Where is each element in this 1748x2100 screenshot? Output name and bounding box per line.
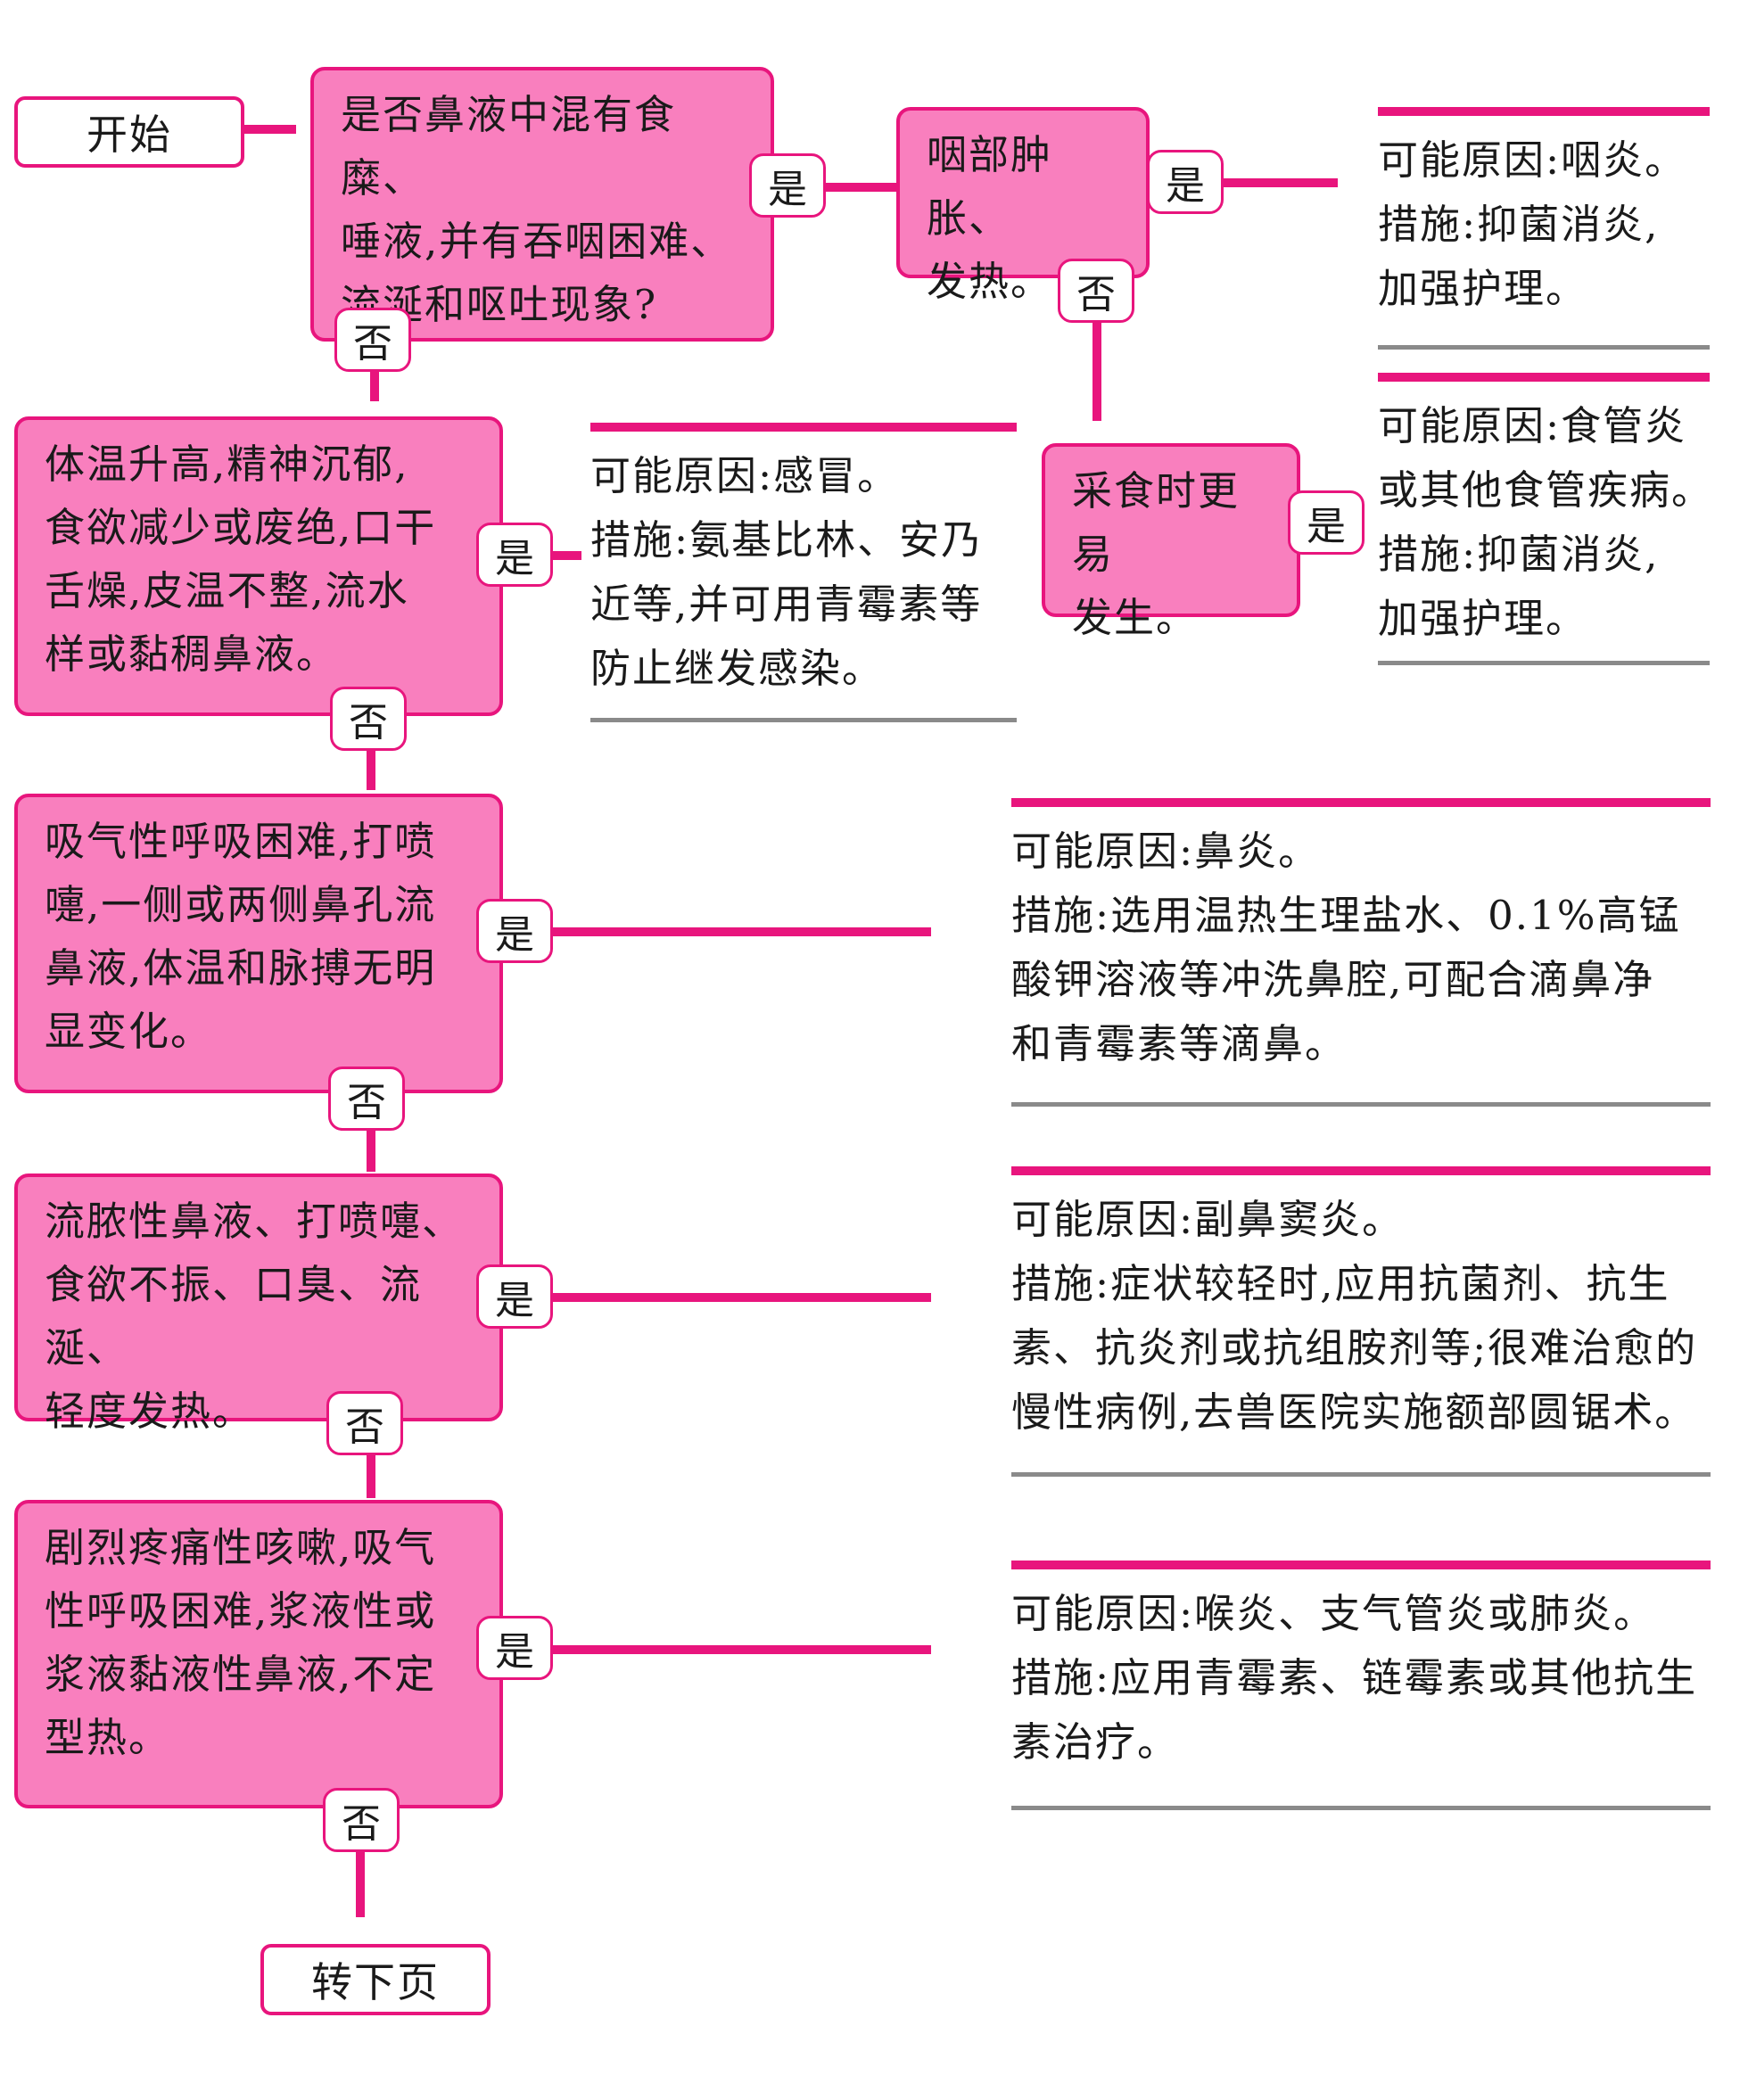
result-line: 近等,并可用青霉素等: [590, 581, 983, 628]
result-line: 加强护理。: [1378, 595, 1588, 642]
connector-q6-result-5: [546, 1293, 931, 1302]
result-line: 素治疗。: [1011, 1718, 1180, 1766]
result-line: 加强护理。: [1378, 265, 1588, 312]
connector-q2-q3: [1092, 321, 1101, 421]
yes-tag-q4: 是: [476, 523, 553, 587]
connector-q5-result-4: [546, 927, 931, 936]
result-line: 措施:症状较轻时,应用抗菌剂、抗生: [1011, 1260, 1670, 1307]
result-panel-5: 可能原因:副鼻窦炎。 措施:症状较轻时,应用抗菌剂、抗生 素、抗炎剂或抗组胺剂等…: [1011, 1166, 1711, 1477]
result-line: 可能原因:喉炎、支气管炎或肺炎。: [1011, 1590, 1656, 1637]
connector-q4-result-3: [546, 551, 581, 560]
result-panel-1: 可能原因:咽炎。 措施:抑菌消炎, 加强护理。: [1378, 107, 1710, 350]
connector-q1-q4: [370, 366, 379, 401]
start-terminal: 开始: [14, 96, 244, 168]
result-panel-4: 可能原因:鼻炎。 措施:选用温热生理盐水、0.1%高锰 酸钾溶液等冲洗鼻腔,可配…: [1011, 798, 1711, 1107]
question-box-2: 咽部肿胀、 发热。: [896, 107, 1150, 305]
result-panel-3: 可能原因:感冒。 措施:氨基比林、安乃 近等,并可用青霉素等 防止继发感染。: [590, 423, 1017, 722]
end-terminal: 转下页: [260, 1944, 491, 2015]
question-box-4: 体温升高,精神沉郁, 食欲减少或废绝,口干 舌燥,皮温不整,流水 样或黏稠鼻液。: [14, 416, 503, 716]
question-box-6: 流脓性鼻液、打喷嚏、 食欲不振、口臭、流涎、 轻度发热。: [14, 1174, 503, 1435]
connector-q7-end: [356, 1846, 365, 1917]
yes-tag-q2: 是: [1147, 150, 1224, 214]
yes-tag-q1: 是: [749, 153, 826, 218]
question-box-5: 吸气性呼吸困难,打喷 嚏,一侧或两侧鼻孔流 鼻液,体温和脉搏无明 显变化。: [14, 794, 503, 1093]
result-line: 或其他食管疾病。: [1378, 466, 1714, 514]
no-tag-q2: 否: [1058, 259, 1134, 323]
yes-tag-q3: 是: [1288, 490, 1365, 555]
no-tag-q1: 否: [334, 308, 411, 372]
connector-q7-result-6: [546, 1645, 931, 1654]
result-line: 措施:氨基比林、安乃: [590, 516, 984, 564]
result-line: 可能原因:鼻炎。: [1011, 828, 1321, 875]
result-line: 可能原因:感冒。: [590, 452, 900, 499]
result-line: 素、抗炎剂或抗组胺剂等;很难治愈的: [1011, 1324, 1698, 1371]
question-box-1: 是否鼻液中混有食糜、 唾液,并有吞咽困难、 流涎和呕吐现象?: [310, 67, 774, 342]
result-line: 酸钾溶液等冲洗鼻腔,可配合滴鼻净: [1011, 956, 1655, 1003]
question-box-7: 剧烈疼痛性咳嗽,吸气 性呼吸困难,浆液性或 浆液黏液性鼻液,不定 型热。: [14, 1500, 503, 1808]
no-tag-q4: 否: [330, 687, 407, 751]
yes-tag-q7: 是: [476, 1616, 553, 1680]
connector-start-q1: [243, 125, 296, 134]
result-line: 可能原因:咽炎。: [1378, 136, 1687, 184]
result-line: 防止继发感染。: [590, 645, 885, 692]
result-line: 和青霉素等滴鼻。: [1011, 1020, 1348, 1067]
connector-q4-q5: [367, 749, 375, 790]
yes-tag-q6: 是: [476, 1264, 553, 1329]
question-box-3: 采食时更易 发生。: [1042, 443, 1300, 641]
no-tag-q7: 否: [323, 1788, 400, 1852]
result-line: 可能原因:食管炎: [1378, 402, 1687, 449]
result-line: 慢性病例,去兽医院实施额部圆锯术。: [1011, 1388, 1697, 1436]
result-line: 可能原因:副鼻窦炎。: [1011, 1196, 1405, 1243]
connector-q5-q6: [367, 1125, 375, 1172]
no-tag-q6: 否: [326, 1391, 403, 1455]
result-panel-6: 可能原因:喉炎、支气管炎或肺炎。 措施:应用青霉素、链霉素或其他抗生 素治疗。: [1011, 1561, 1711, 1810]
yes-tag-q5: 是: [476, 899, 553, 963]
connector-q1-q2: [820, 183, 901, 192]
result-line: 措施:应用青霉素、链霉素或其他抗生: [1011, 1654, 1698, 1701]
result-line: 措施:抑菌消炎,: [1378, 531, 1660, 578]
result-line: 措施:抑菌消炎,: [1378, 201, 1660, 248]
connector-q6-q7: [367, 1448, 375, 1498]
result-line: 措施:选用温热生理盐水、0.1%高锰: [1011, 892, 1681, 939]
connector-q2-result-1: [1222, 178, 1338, 187]
no-tag-q5: 否: [328, 1066, 405, 1131]
result-panel-2: 可能原因:食管炎 或其他食管疾病。 措施:抑菌消炎, 加强护理。: [1378, 373, 1714, 665]
